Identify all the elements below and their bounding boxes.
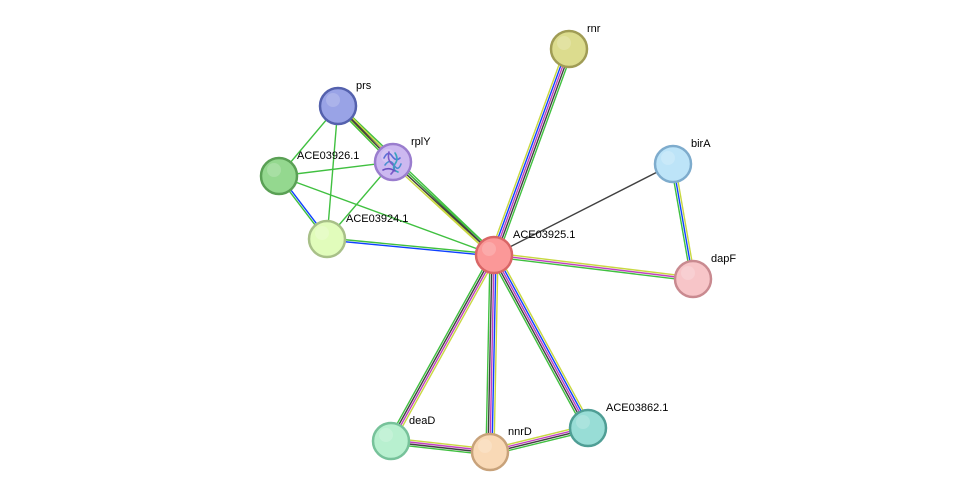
node-label-rnr: rnr (587, 23, 601, 35)
edge-ace03925-1-ace03924-1[interactable] (326, 237, 495, 257)
node-label-ace03862-1: ACE03862.1 (606, 402, 668, 414)
edge-ace03925-1-bira[interactable] (493, 163, 674, 256)
node-highlight (576, 415, 590, 429)
node-circle[interactable] (318, 86, 358, 126)
edge-evidence-line (491, 255, 587, 430)
node-nnrd[interactable] (470, 432, 510, 472)
node-circle[interactable] (259, 156, 299, 196)
node-label-rply: rplY (411, 136, 431, 148)
node-circle[interactable] (373, 142, 413, 182)
node-ace03925-1[interactable] (474, 235, 514, 275)
node-highlight (557, 36, 571, 50)
node-circle[interactable] (653, 144, 693, 184)
edge-evidence-line (497, 50, 574, 257)
edge-evidence-line (393, 256, 498, 443)
node-dapf[interactable] (673, 259, 713, 299)
node-circle[interactable] (568, 408, 608, 448)
node-highlight (478, 439, 492, 453)
edge-evidence-line (387, 253, 492, 440)
edge-evidence-line (392, 161, 495, 256)
edge-evidence-line (493, 48, 570, 256)
node-label-dead: deaD (409, 415, 435, 427)
node-highlight (482, 242, 496, 256)
edge-ace03925-1-dapf[interactable] (493, 252, 694, 282)
node-ace03924-1[interactable] (307, 219, 347, 259)
edge-ace03925-1-rnr[interactable] (489, 47, 574, 257)
node-dead[interactable] (371, 421, 411, 461)
edge-ace03925-1-rply[interactable] (391, 160, 496, 257)
edge-ace03925-1-ace03926-1[interactable] (278, 175, 495, 256)
edge-evidence-line (326, 105, 339, 240)
node-circle[interactable] (673, 259, 713, 299)
node-highlight (326, 93, 340, 107)
edge-evidence-line (496, 252, 593, 427)
node-bira[interactable] (653, 144, 693, 184)
structure-strand (382, 167, 396, 172)
edge-ace03925-1-ace03862-1[interactable] (489, 252, 593, 431)
edge-evidence-line (493, 255, 499, 453)
node-label-ace03926-1: ACE03926.1 (297, 150, 359, 162)
edge-ace03925-1-nnrd[interactable] (485, 254, 499, 453)
node-highlight (379, 428, 393, 442)
node-highlight (681, 266, 695, 280)
node-label-prs: prs (356, 80, 372, 92)
node-circle[interactable] (474, 235, 514, 275)
edge-evidence-line (487, 254, 493, 452)
edge-evidence-line (493, 254, 589, 429)
nodes-layer (259, 29, 713, 472)
edge-evidence-line (674, 163, 696, 279)
edge-evidence-line (391, 162, 494, 257)
edge-evidence-line (393, 160, 496, 255)
node-circle[interactable] (307, 219, 347, 259)
edge-evidence-line (389, 254, 494, 441)
edge-evidence-line (493, 163, 674, 256)
node-label-bira: birA (691, 138, 711, 150)
edge-evidence-line (491, 48, 568, 255)
edge-bira-dapf[interactable] (670, 163, 696, 280)
node-label-ace03924-1: ACE03924.1 (346, 213, 408, 225)
edge-evidence-line (327, 237, 495, 255)
node-circle[interactable] (371, 421, 411, 461)
edge-evidence-line (489, 254, 495, 453)
edge-ace03925-1-dead[interactable] (387, 253, 498, 443)
edge-evidence-line (495, 253, 591, 428)
node-label-nnrd: nnrD (508, 426, 532, 438)
node-highlight (661, 151, 675, 165)
node-prs[interactable] (318, 86, 358, 126)
edge-evidence-line (493, 254, 694, 280)
edge-evidence-line (485, 254, 491, 452)
node-circle[interactable] (470, 432, 510, 472)
node-ace03926-1[interactable] (259, 156, 299, 196)
edge-evidence-line (278, 175, 495, 256)
edge-evidence-line (326, 239, 494, 257)
node-ace03862-1[interactable] (568, 408, 608, 448)
edge-evidence-line (491, 255, 497, 453)
node-highlight (267, 163, 281, 177)
edge-evidence-line (672, 163, 694, 280)
edge-evidence-line (489, 47, 566, 254)
node-label-ace03925-1: ACE03925.1 (513, 229, 575, 241)
edge-evidence-line (495, 49, 572, 256)
edge-evidence-line (391, 255, 496, 442)
node-highlight (315, 226, 329, 240)
labels-layer: ACE03925.1 rnr prs rplY ACE03926.1ACE03924.1… (297, 23, 736, 438)
edge-evidence-line (489, 256, 586, 431)
edge-evidence-line (670, 164, 692, 280)
edge-prs-ace03924-1[interactable] (326, 105, 339, 240)
edge-evidence-line (493, 256, 693, 282)
node-rnr[interactable] (549, 29, 589, 69)
node-label-dapf: dapF (711, 253, 736, 265)
node-circle[interactable] (549, 29, 589, 69)
edge-evidence-line (494, 252, 694, 278)
protein-structure-icon (382, 151, 402, 175)
node-rply[interactable] (373, 142, 413, 182)
